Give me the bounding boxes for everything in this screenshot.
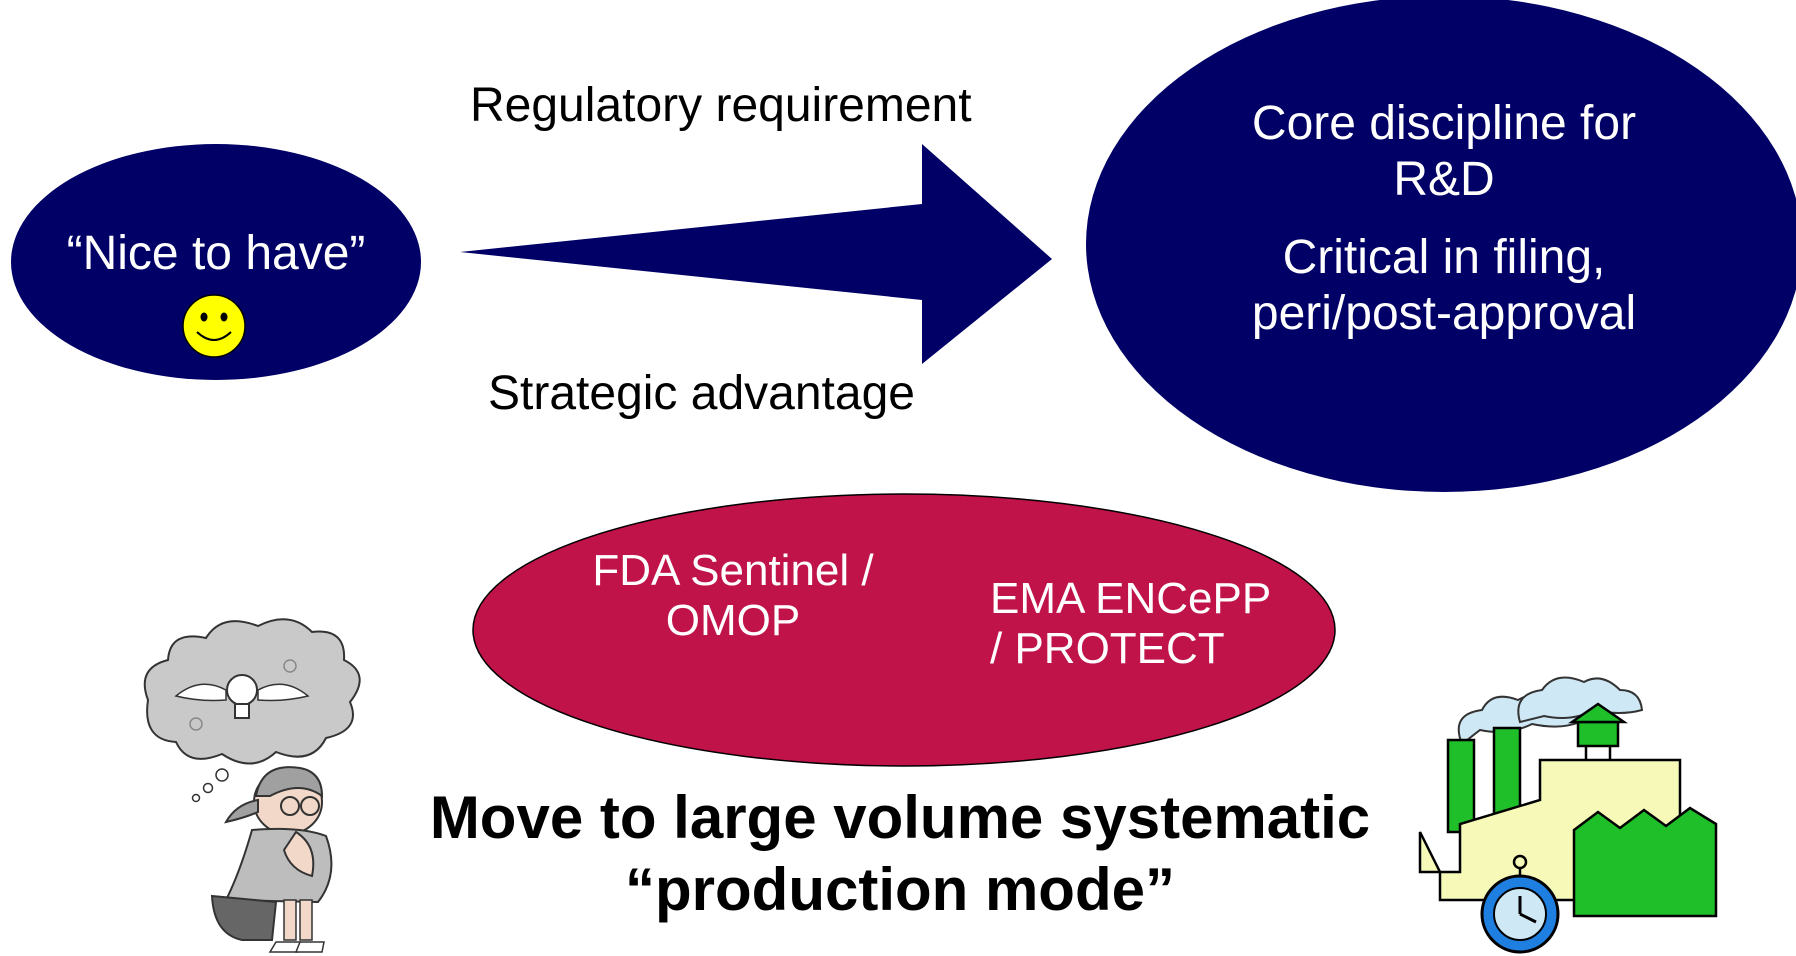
- footer-line1: Move to large volume systematic: [429, 784, 1371, 851]
- right-bubble: [1086, 0, 1796, 492]
- footer-text: Move to large volume systematic “product…: [380, 782, 1420, 926]
- arrow-bottom-label: Strategic advantage: [488, 367, 915, 420]
- smiley-face-icon: [182, 294, 246, 358]
- footer-line2: “production mode”: [625, 856, 1175, 923]
- left-bubble-text: “Nice to have”: [66, 227, 366, 280]
- left-bubble: [11, 144, 421, 380]
- arrow-top-label: Regulatory requirement: [470, 79, 972, 132]
- thinking-person-icon: [143, 618, 361, 953]
- fda-line2: OMOP: [665, 596, 801, 645]
- fda-line1: FDA Sentinel /: [592, 546, 874, 595]
- red-bubble: [472, 493, 1336, 767]
- ema-line2: / PROTECT: [990, 624, 1225, 673]
- right-bubble-text: Core discipline for R&D Critical in fili…: [1184, 96, 1704, 342]
- big-arrow: [460, 144, 1052, 364]
- right-bubble-line3: Critical in filing,: [1282, 231, 1606, 284]
- ema-line1: EMA ENCePP: [990, 574, 1272, 623]
- right-bubble-line1: Core discipline for: [1251, 97, 1637, 150]
- right-bubble-line2: R&D: [1393, 153, 1495, 206]
- factory-icon: [1418, 676, 1718, 954]
- right-bubble-line4: peri/post-approval: [1251, 287, 1637, 340]
- ema-text: EMA ENCePP / PROTECT: [990, 574, 1310, 674]
- fda-text: FDA Sentinel / OMOP: [568, 546, 898, 646]
